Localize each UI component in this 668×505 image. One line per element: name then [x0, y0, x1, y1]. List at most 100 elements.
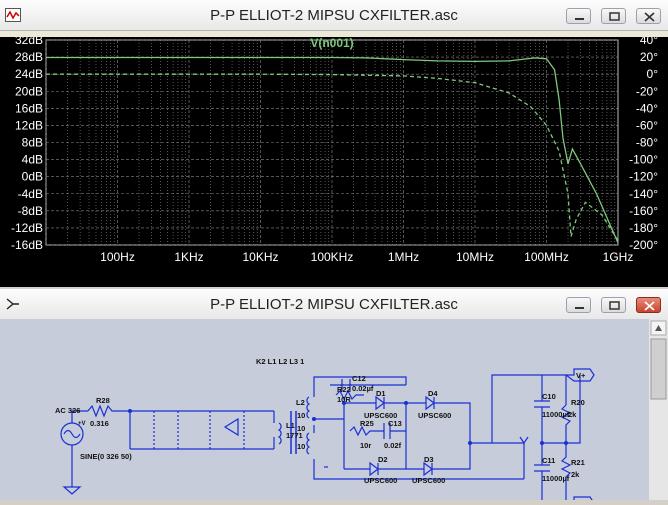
close-icon	[644, 12, 655, 22]
y-left-tick-label: -8dB	[18, 204, 43, 218]
y-right-tick-label: -160°	[629, 204, 658, 218]
y-left-tick-label: -4dB	[18, 187, 43, 201]
y-left-tick-label: 16dB	[15, 101, 43, 115]
y-left-tick-label: -12dB	[11, 221, 43, 235]
d4-label: D4	[428, 389, 438, 398]
r20-value: 2k	[568, 410, 577, 419]
x-tick-label: 100KHz	[311, 250, 354, 264]
d3-label: D3	[424, 455, 434, 464]
x-tick-label: 1KHz	[174, 250, 203, 264]
ground-icon	[62, 486, 82, 495]
c11-label: C11	[542, 456, 555, 465]
r28-label: R28	[96, 396, 110, 405]
plot-window: P-P ELLIOT-2 MIPSU CXFILTER.asc 32dB 28dB…	[0, 0, 668, 287]
y-left-tick-label: 24dB	[15, 67, 43, 81]
schematic-canvas[interactable]: K2 L1 L2 L3 1 AC 326 SINE(0 326 50) R28 …	[0, 319, 668, 505]
plot-titlebar[interactable]: P-P ELLIOT-2 MIPSU CXFILTER.asc	[0, 0, 668, 31]
y-right-tick-label: -20°	[636, 84, 658, 98]
r20-label: R20	[571, 398, 585, 407]
minimize-button[interactable]	[566, 8, 591, 24]
y-left-tick-label: 32dB	[15, 37, 43, 47]
y-right-tick-label: -120°	[629, 170, 658, 184]
restore-button[interactable]	[601, 297, 626, 313]
l3-10: 10	[297, 442, 305, 451]
y-left-tick-label: 0dB	[22, 170, 43, 184]
schematic-labels: K2 L1 L2 L3 1 AC 326 SINE(0 326 50) R28 …	[55, 357, 586, 505]
y-right-tick-label: 20°	[640, 50, 658, 64]
r25-value: 10r	[360, 441, 371, 450]
restore-icon	[609, 12, 620, 21]
schematic-icon	[6, 298, 19, 310]
minimize-icon	[575, 18, 584, 20]
l2-10a: 10	[297, 411, 305, 420]
d4-value: UPSC600	[418, 411, 451, 420]
y-right-tick-label: -140°	[629, 187, 658, 201]
c12-label: C12	[352, 374, 366, 383]
c12-value: 0.02µf	[352, 384, 374, 393]
schematic-window: P-P ELLIOT-2 MIPSU CXFILTER.asc	[0, 289, 668, 505]
y-left-tick-label: 20dB	[15, 84, 43, 98]
y-right-tick-label: -40°	[636, 101, 658, 115]
l1-value: 1771	[286, 431, 303, 440]
c13-label: C13	[388, 419, 402, 428]
schematic-nodes	[128, 401, 568, 445]
schematic-wires	[60, 368, 595, 504]
trace-label[interactable]: V(n001)	[310, 37, 353, 50]
y-right-tick-label: -180°	[629, 221, 658, 235]
phase-trace	[46, 73, 619, 242]
l2-10b: 10	[297, 424, 305, 433]
y-right-tick-label: 40°	[640, 37, 658, 47]
plot-series	[46, 56, 619, 244]
chevron-up-icon	[655, 325, 662, 331]
c10-value: 11000µf	[542, 410, 570, 419]
d2-value: UPSC600	[364, 476, 397, 485]
x-tick-label: 100MHz	[524, 250, 569, 264]
plot-window-title: P-P ELLIOT-2 MIPSU CXFILTER.asc	[210, 7, 458, 24]
x-tick-label: 10KHz	[242, 250, 278, 264]
restore-icon	[609, 301, 620, 310]
source-label: AC 326	[55, 406, 80, 415]
r21-value: 2k	[571, 470, 580, 479]
r22-value: 10R	[337, 395, 351, 404]
d1-value: UPSC600	[364, 411, 397, 420]
x-tick-label: 1GHz	[603, 250, 634, 264]
l1-label: L1	[286, 421, 295, 430]
c10-label: C10	[542, 392, 556, 401]
y-left-tick-label: -16dB	[11, 238, 43, 252]
d3-value: UPSC600	[412, 476, 445, 485]
c13-value: 0.02f	[384, 441, 402, 450]
bode-plot[interactable]: 32dB28dB24dB20dB16dB12dB8dB4dB0dB-4dB-8d…	[0, 37, 668, 287]
coupling-label: K2 L1 L2 L3 1	[256, 357, 304, 366]
source-plus-label: +V	[78, 421, 86, 427]
waveform-icon	[5, 8, 21, 22]
r25-label: R25	[360, 419, 374, 428]
c11-value: 11000µf	[542, 474, 570, 483]
r28-value: 0.316	[90, 419, 109, 428]
close-button[interactable]	[636, 297, 661, 313]
y-right-tick-label: 0°	[647, 67, 659, 81]
minimize-button[interactable]	[566, 297, 591, 313]
restore-button[interactable]	[601, 8, 626, 24]
x-tick-label: 10MHz	[456, 250, 494, 264]
y-left-tick-label: 8dB	[22, 136, 43, 150]
y-right-tick-label: -60°	[636, 118, 658, 132]
magnitude-trace	[46, 56, 619, 244]
schematic-window-title: P-P ELLIOT-2 MIPSU CXFILTER.asc	[210, 296, 458, 313]
x-tick-label: 1MHz	[388, 250, 419, 264]
y-right-tick-label: -100°	[629, 153, 658, 167]
r21-label: R21	[571, 458, 585, 467]
schematic-titlebar[interactable]: P-P ELLIOT-2 MIPSU CXFILTER.asc	[0, 289, 668, 320]
y-left-tick-label: 28dB	[15, 50, 43, 64]
y-left-tick-label: 12dB	[15, 118, 43, 132]
d2-label: D2	[378, 455, 388, 464]
minimize-icon	[575, 307, 584, 309]
l2-label: L2	[296, 398, 305, 407]
close-button[interactable]	[636, 8, 661, 24]
source-spec-label: SINE(0 326 50)	[80, 452, 132, 461]
right-axis: 40° 20° 0° -20° -40° -60° -80° -100° -120° -140° -…	[629, 37, 658, 252]
y-right-tick-label: -80°	[636, 136, 658, 150]
scrollbar-thumb[interactable]	[650, 338, 667, 400]
r22-label: R22	[337, 385, 351, 394]
d1-label: D1	[376, 389, 386, 398]
